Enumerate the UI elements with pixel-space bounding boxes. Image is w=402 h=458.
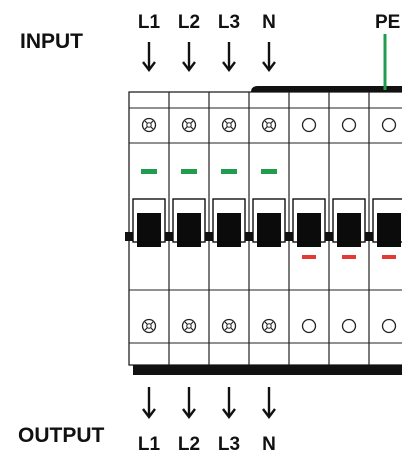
input-arrow-icon: [222, 61, 236, 72]
output-phase-l2-label: L2: [177, 434, 201, 455]
green-indicator: [141, 169, 157, 174]
output-phase-l1-label: L1: [137, 434, 161, 455]
output-phase-n-label: N: [262, 434, 276, 455]
toggle-lever: [377, 213, 401, 247]
bottom-open-terminal-icon: [381, 318, 397, 334]
toggle-lever: [257, 213, 281, 247]
input-arrow-icon: [142, 61, 156, 72]
output-phase-l3-label: L3: [217, 434, 241, 455]
toggle-lever: [177, 213, 201, 247]
toggle-lever: [217, 213, 241, 247]
screw-center: [266, 122, 272, 128]
top-open-terminal-icon: [341, 117, 357, 133]
screw-center: [226, 323, 232, 329]
green-indicator: [261, 169, 277, 174]
output-label: OUTPUT: [18, 424, 105, 447]
toggle-lever: [337, 213, 361, 247]
top-open-terminal-icon: [301, 117, 317, 133]
screw-center: [186, 122, 192, 128]
red-indicator: [382, 255, 396, 259]
green-indicator: [181, 169, 197, 174]
screw-center: [146, 323, 152, 329]
input-arrow-icon: [182, 61, 196, 72]
bottom-open-terminal-icon: [301, 318, 317, 334]
screw-center: [186, 323, 192, 329]
top-open-terminal-icon: [381, 117, 397, 133]
input-arrow-icon: [262, 61, 276, 72]
toggle-lever: [137, 213, 161, 247]
output-arrow-icon: [142, 408, 156, 419]
screw-center: [226, 122, 232, 128]
input-phase-l2-label: L2: [177, 12, 201, 33]
output-arrow-icon: [182, 408, 196, 419]
screw-center: [266, 323, 272, 329]
input-phase-l1-label: L1: [137, 12, 161, 33]
red-indicator: [342, 255, 356, 259]
green-indicator: [221, 169, 237, 174]
input-phase-n-label: N: [262, 12, 276, 33]
input-phase-l3-label: L3: [217, 12, 241, 33]
pe-label: PE: [375, 12, 401, 33]
output-arrow-icon: [222, 408, 236, 419]
output-arrow-icon: [262, 408, 276, 419]
screw-center: [146, 122, 152, 128]
red-indicator: [302, 255, 316, 259]
toggle-lever: [297, 213, 321, 247]
bottom-open-terminal-icon: [341, 318, 357, 334]
input-label: INPUT: [20, 30, 83, 53]
